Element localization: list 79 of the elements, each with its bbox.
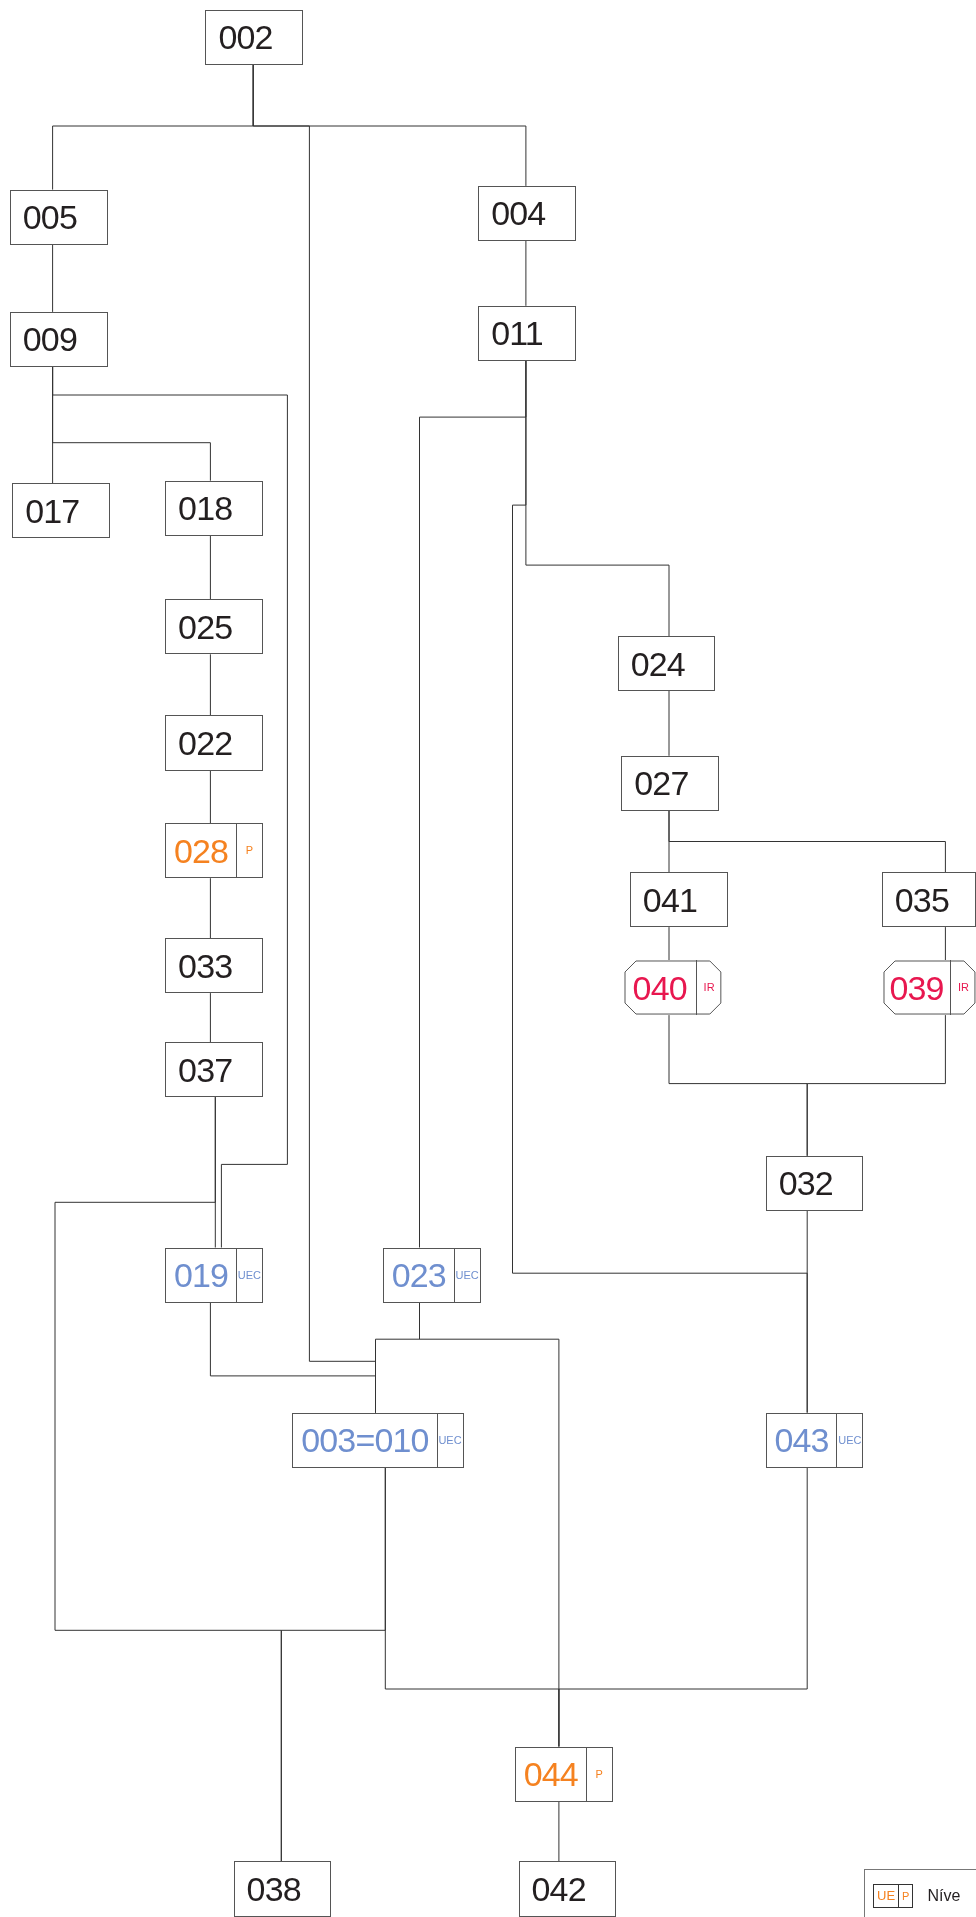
unit-number: 041	[642, 882, 698, 917]
connector-line	[668, 810, 946, 873]
unit-box	[478, 185, 577, 241]
unit-number: 011	[491, 316, 543, 351]
unit-type: UEC	[838, 1434, 862, 1446]
connector-line	[558, 1801, 560, 1862]
connector-line	[209, 992, 211, 1043]
connector-line	[209, 653, 211, 716]
unit-number: 043	[774, 1423, 829, 1458]
connector-line	[52, 366, 288, 1248]
unit-number: 044	[523, 1757, 578, 1792]
unit-box	[629, 872, 728, 928]
unit-number: 039	[889, 970, 944, 1005]
unit-box	[165, 715, 263, 771]
connector-line	[209, 770, 211, 824]
unit-number: 005	[22, 200, 77, 235]
legend-sample-text: UE	[874, 1885, 900, 1907]
connector-line	[525, 240, 527, 307]
unit-number: 040	[632, 970, 687, 1005]
unit-box	[765, 1155, 864, 1211]
unit-box	[478, 305, 577, 361]
unit-number: 027	[634, 766, 689, 801]
connector-line	[806, 1014, 946, 1157]
unit-type: UEC	[455, 1269, 479, 1281]
unit-box	[165, 480, 263, 536]
unit-number: 038	[246, 1872, 301, 1906]
unit-number: 032	[778, 1166, 833, 1201]
unit-type: P	[595, 1768, 603, 1780]
unit-type: UEC	[438, 1434, 462, 1446]
unit-number: 024	[630, 646, 685, 681]
unit-box	[518, 1861, 617, 1917]
unit-number: 019	[173, 1258, 229, 1293]
unit-box	[292, 1412, 464, 1468]
connector-line	[668, 690, 670, 757]
unit-number: 042	[531, 1872, 586, 1906]
unit-type: P	[245, 845, 254, 857]
unit-box	[12, 483, 111, 539]
connector-line	[52, 244, 54, 313]
unit-box	[765, 1412, 864, 1468]
unit-box	[165, 823, 263, 879]
unit-box	[621, 755, 720, 811]
connector-line	[668, 926, 670, 961]
unit-number: 022	[178, 726, 233, 760]
unit-number: 025	[178, 609, 233, 644]
connector-line	[806, 1210, 808, 1414]
unit-number: 033	[178, 948, 233, 983]
unit-box	[165, 1042, 263, 1098]
unit-box	[205, 9, 304, 65]
connector-line	[944, 926, 946, 961]
unit-number: 002	[218, 20, 273, 55]
unit-box	[382, 1247, 481, 1303]
unit-number: 035	[894, 882, 949, 917]
octagon-unit	[623, 960, 722, 1016]
connector-line	[558, 1467, 808, 1747]
unit-box	[9, 311, 108, 367]
legend-text: Níve	[927, 1886, 961, 1906]
unit-number: 003=010	[301, 1423, 429, 1458]
unit-type: IR	[703, 982, 715, 994]
unit-box	[514, 1746, 613, 1802]
unit-number: 028	[173, 833, 229, 868]
unit-box	[165, 938, 263, 994]
unit-type: IR	[958, 982, 969, 994]
unit-box	[233, 1861, 332, 1917]
unit-type: UEC	[237, 1269, 262, 1281]
connector-line	[209, 535, 211, 600]
unit-box	[165, 599, 263, 655]
unit-number: 009	[22, 322, 77, 357]
legend-sample-text: P	[901, 1889, 911, 1904]
unit-box	[881, 872, 976, 928]
unit-box	[165, 1247, 263, 1303]
unit-number: 023	[391, 1258, 446, 1293]
octagon-unit	[883, 960, 976, 1016]
unit-number: 004	[491, 196, 546, 231]
unit-number: 017	[25, 493, 80, 528]
unit-number: 037	[178, 1052, 233, 1087]
unit-box	[617, 636, 716, 691]
unit-box	[9, 189, 108, 245]
unit-number: 018	[178, 491, 233, 526]
connector-line	[209, 877, 211, 939]
